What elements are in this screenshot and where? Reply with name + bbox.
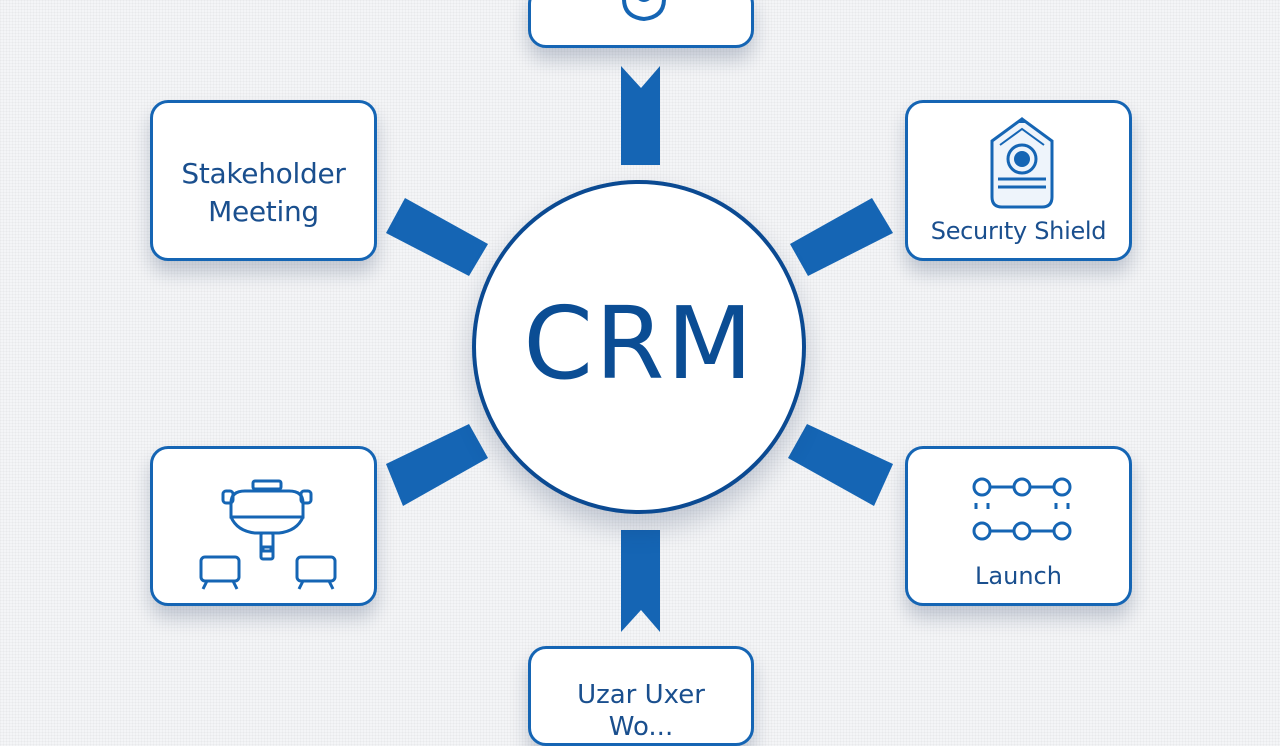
- node-top[interactable]: [528, 0, 754, 48]
- arrow-top-right: [790, 198, 893, 276]
- arrow-bottom-right: [788, 424, 893, 506]
- node-grid-icon: [972, 477, 1072, 541]
- node-launch[interactable]: Launch: [905, 446, 1132, 606]
- security-shield-icon: [990, 117, 1054, 209]
- arrow-bottom: [621, 530, 660, 632]
- stakeholder-line-2: Meeting: [208, 195, 319, 228]
- stakeholder-meeting-label: Stakeholder Meeting: [153, 155, 374, 231]
- connector-arrows: [386, 66, 893, 632]
- arrow-top: [621, 66, 660, 165]
- bottom-node-label: Uzar Uxer Wo...: [531, 679, 751, 743]
- bottom-line-2: Wo...: [608, 712, 674, 742]
- node-robot-devices[interactable]: [150, 446, 377, 606]
- stakeholder-line-1: Stakeholder: [181, 157, 346, 190]
- launch-label: Launch: [975, 562, 1062, 590]
- node-bottom[interactable]: Uzar Uxer Wo...: [528, 646, 754, 746]
- security-shield-label: Securıty Shield: [930, 217, 1107, 245]
- crm-hub-circle[interactable]: CRM: [472, 180, 806, 514]
- arrow-bottom-left: [386, 424, 488, 506]
- node-stakeholder-meeting[interactable]: Stakeholder Meeting: [150, 100, 377, 261]
- crm-title: CRM: [523, 285, 755, 402]
- robot-devices-icon: [199, 479, 337, 590]
- node-security-shield[interactable]: Securıty Shield: [905, 100, 1132, 261]
- arrow-top-left: [386, 198, 488, 276]
- bottom-line-1: Uzar Uxer: [577, 680, 705, 710]
- helmet-icon: [622, 0, 666, 22]
